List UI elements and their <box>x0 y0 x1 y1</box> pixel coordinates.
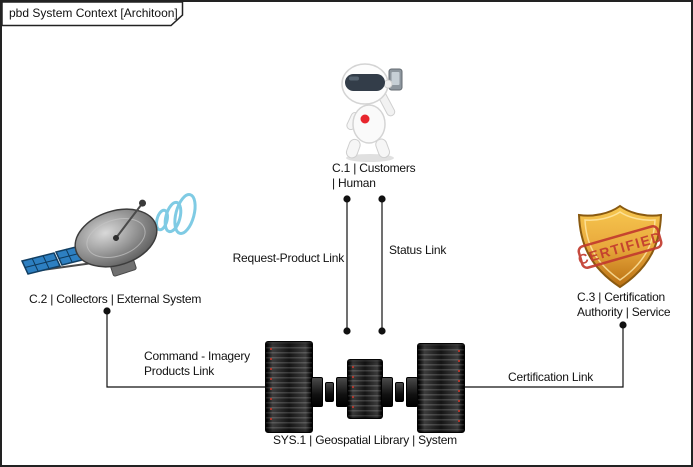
customers-label-line2: | Human <box>332 176 376 190</box>
command-imagery-link-label: Command - Imagery Products Link <box>144 349 250 379</box>
dish-antenna <box>74 199 158 277</box>
shield-shape <box>577 204 663 289</box>
certification-link-label: Certification Link <box>508 370 594 384</box>
customers-label-line1: C.1 | Customers <box>332 161 416 175</box>
satellite-icon[interactable] <box>16 188 201 293</box>
collectors-node-label: C.2 | Collectors | External System <box>29 292 202 306</box>
server-cluster-icon[interactable] <box>265 339 465 435</box>
robot-head <box>341 63 393 105</box>
diagram-title: pbd System Context [Architoon] <box>9 6 178 20</box>
robot-legs <box>345 138 391 159</box>
frame-tab-outline <box>2 2 184 27</box>
server-link-chain-left <box>311 376 348 408</box>
request-product-link-label: Request-Product Link <box>232 251 345 265</box>
robot-customer-icon[interactable] <box>320 57 420 163</box>
certification-authority-node-label: C.3 | Certification Authority | Service <box>577 290 671 320</box>
command-imagery-label-line2: Products Link <box>144 364 215 378</box>
robot-body <box>352 104 386 144</box>
command-imagery-label-line1: Command - Imagery <box>144 349 250 363</box>
robot-chest-light <box>360 114 370 124</box>
request-product-link-line <box>343 195 351 335</box>
certification-label-line2: Authority | Service <box>577 305 671 319</box>
server-tower-middle <box>347 359 383 419</box>
geospatial-library-node-label: SYS.1 | Geospatial Library | System <box>273 433 457 447</box>
signal-waves-icon <box>155 193 197 235</box>
status-link-line <box>378 195 386 335</box>
certification-label-line1: C.3 | Certification <box>577 290 666 304</box>
customers-node-label: C.1 | Customers | Human <box>332 161 416 191</box>
certified-shield-icon[interactable]: CERTIFIED <box>570 203 670 289</box>
server-tower-left <box>265 341 313 433</box>
status-link-label: Status Link <box>389 243 447 257</box>
server-tower-right <box>417 343 465 433</box>
server-link-chain-right <box>381 376 418 408</box>
frame-tab-shape <box>2 2 184 27</box>
